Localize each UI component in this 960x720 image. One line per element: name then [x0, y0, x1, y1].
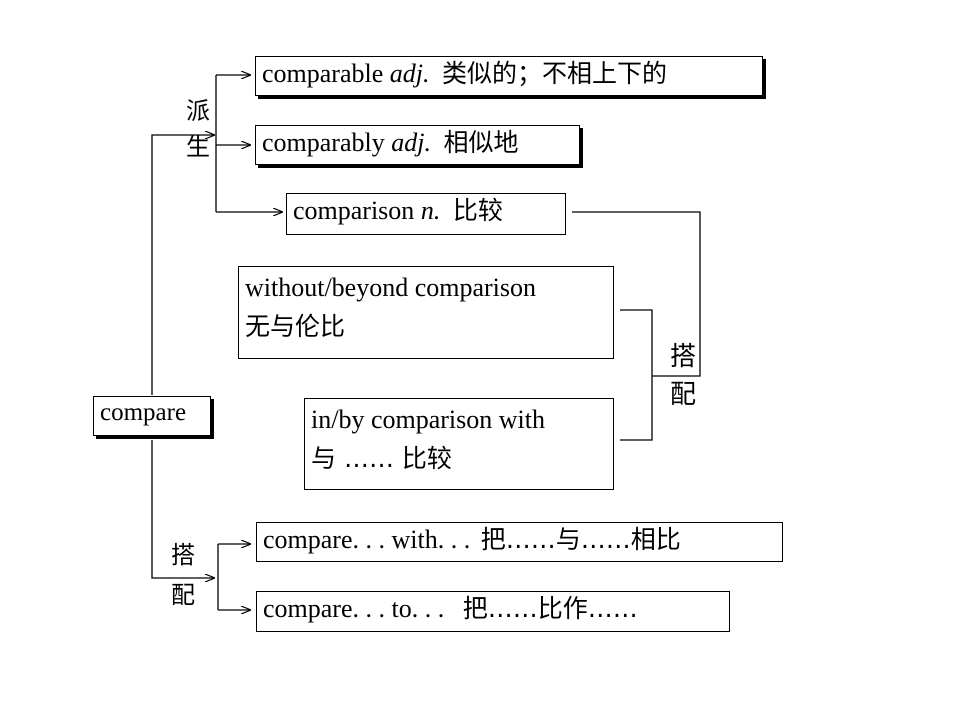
- derived-meaning: 比较: [452, 196, 503, 225]
- part-of-speech: n.: [420, 196, 441, 225]
- collocation-label-char-2: 配: [669, 380, 696, 410]
- root-to-collocation-line: [151, 440, 180, 579]
- collocation-phrase: in/by comparison with: [311, 405, 545, 434]
- part-of-speech: adj.: [391, 128, 431, 157]
- compare-collocation-label: 搭 配: [168, 540, 198, 610]
- derivation-label: 派 生: [183, 96, 213, 162]
- compare-meaning: 把……与……相比: [480, 525, 681, 554]
- derived-word-box-comparably: comparably adj. 相似地: [255, 125, 580, 165]
- collocation-label-char-1: 搭: [669, 342, 696, 372]
- root-word-box: compare: [93, 396, 211, 436]
- derived-word: comparably: [262, 128, 385, 157]
- collocation-bracket: [620, 309, 653, 441]
- collocation-box-without-beyond: without/beyond comparison 无与伦比: [238, 266, 614, 359]
- compare-phrase: compare. . . to. . .: [263, 594, 445, 623]
- derived-word: comparison: [293, 196, 415, 225]
- comparison-to-collocation-line: [572, 211, 701, 377]
- root-word: compare: [100, 399, 187, 426]
- derived-word-box-comparable: comparable adj. 类似的；不相上下的: [255, 56, 763, 96]
- derivation-label-char-2: 生: [186, 133, 210, 161]
- compare-phrase: compare. . . with. . .: [263, 525, 471, 554]
- collocation-phrase: without/beyond comparison: [245, 273, 537, 302]
- compare-collocation-box-to: compare. . . to. . . 把……比作……: [256, 591, 730, 632]
- derivation-label-char-1: 派: [186, 97, 210, 125]
- compare-meaning: 把……比作……: [462, 594, 638, 623]
- derived-meaning: 类似的；不相上下的: [442, 59, 668, 88]
- compare-collocation-label-char-1: 搭: [171, 541, 195, 569]
- root-to-derivation-line: [151, 134, 182, 395]
- compare-collocation-box-with: compare. . . with. . . 把……与……相比: [256, 522, 783, 562]
- collocation-meaning: 无与伦比: [245, 311, 346, 341]
- comparison-collocation-label: 搭 配: [668, 342, 698, 410]
- derived-meaning: 相似地: [443, 128, 519, 157]
- derived-word-box-comparison: comparison n. 比较: [286, 193, 566, 235]
- derived-word: comparable: [262, 59, 384, 88]
- collocation-meaning: 与 …… 比较: [311, 443, 452, 473]
- compare-collocation-label-char-2: 配: [171, 581, 195, 609]
- collocation-box-in-by: in/by comparison with 与 …… 比较: [304, 398, 614, 490]
- part-of-speech: adj.: [389, 59, 430, 88]
